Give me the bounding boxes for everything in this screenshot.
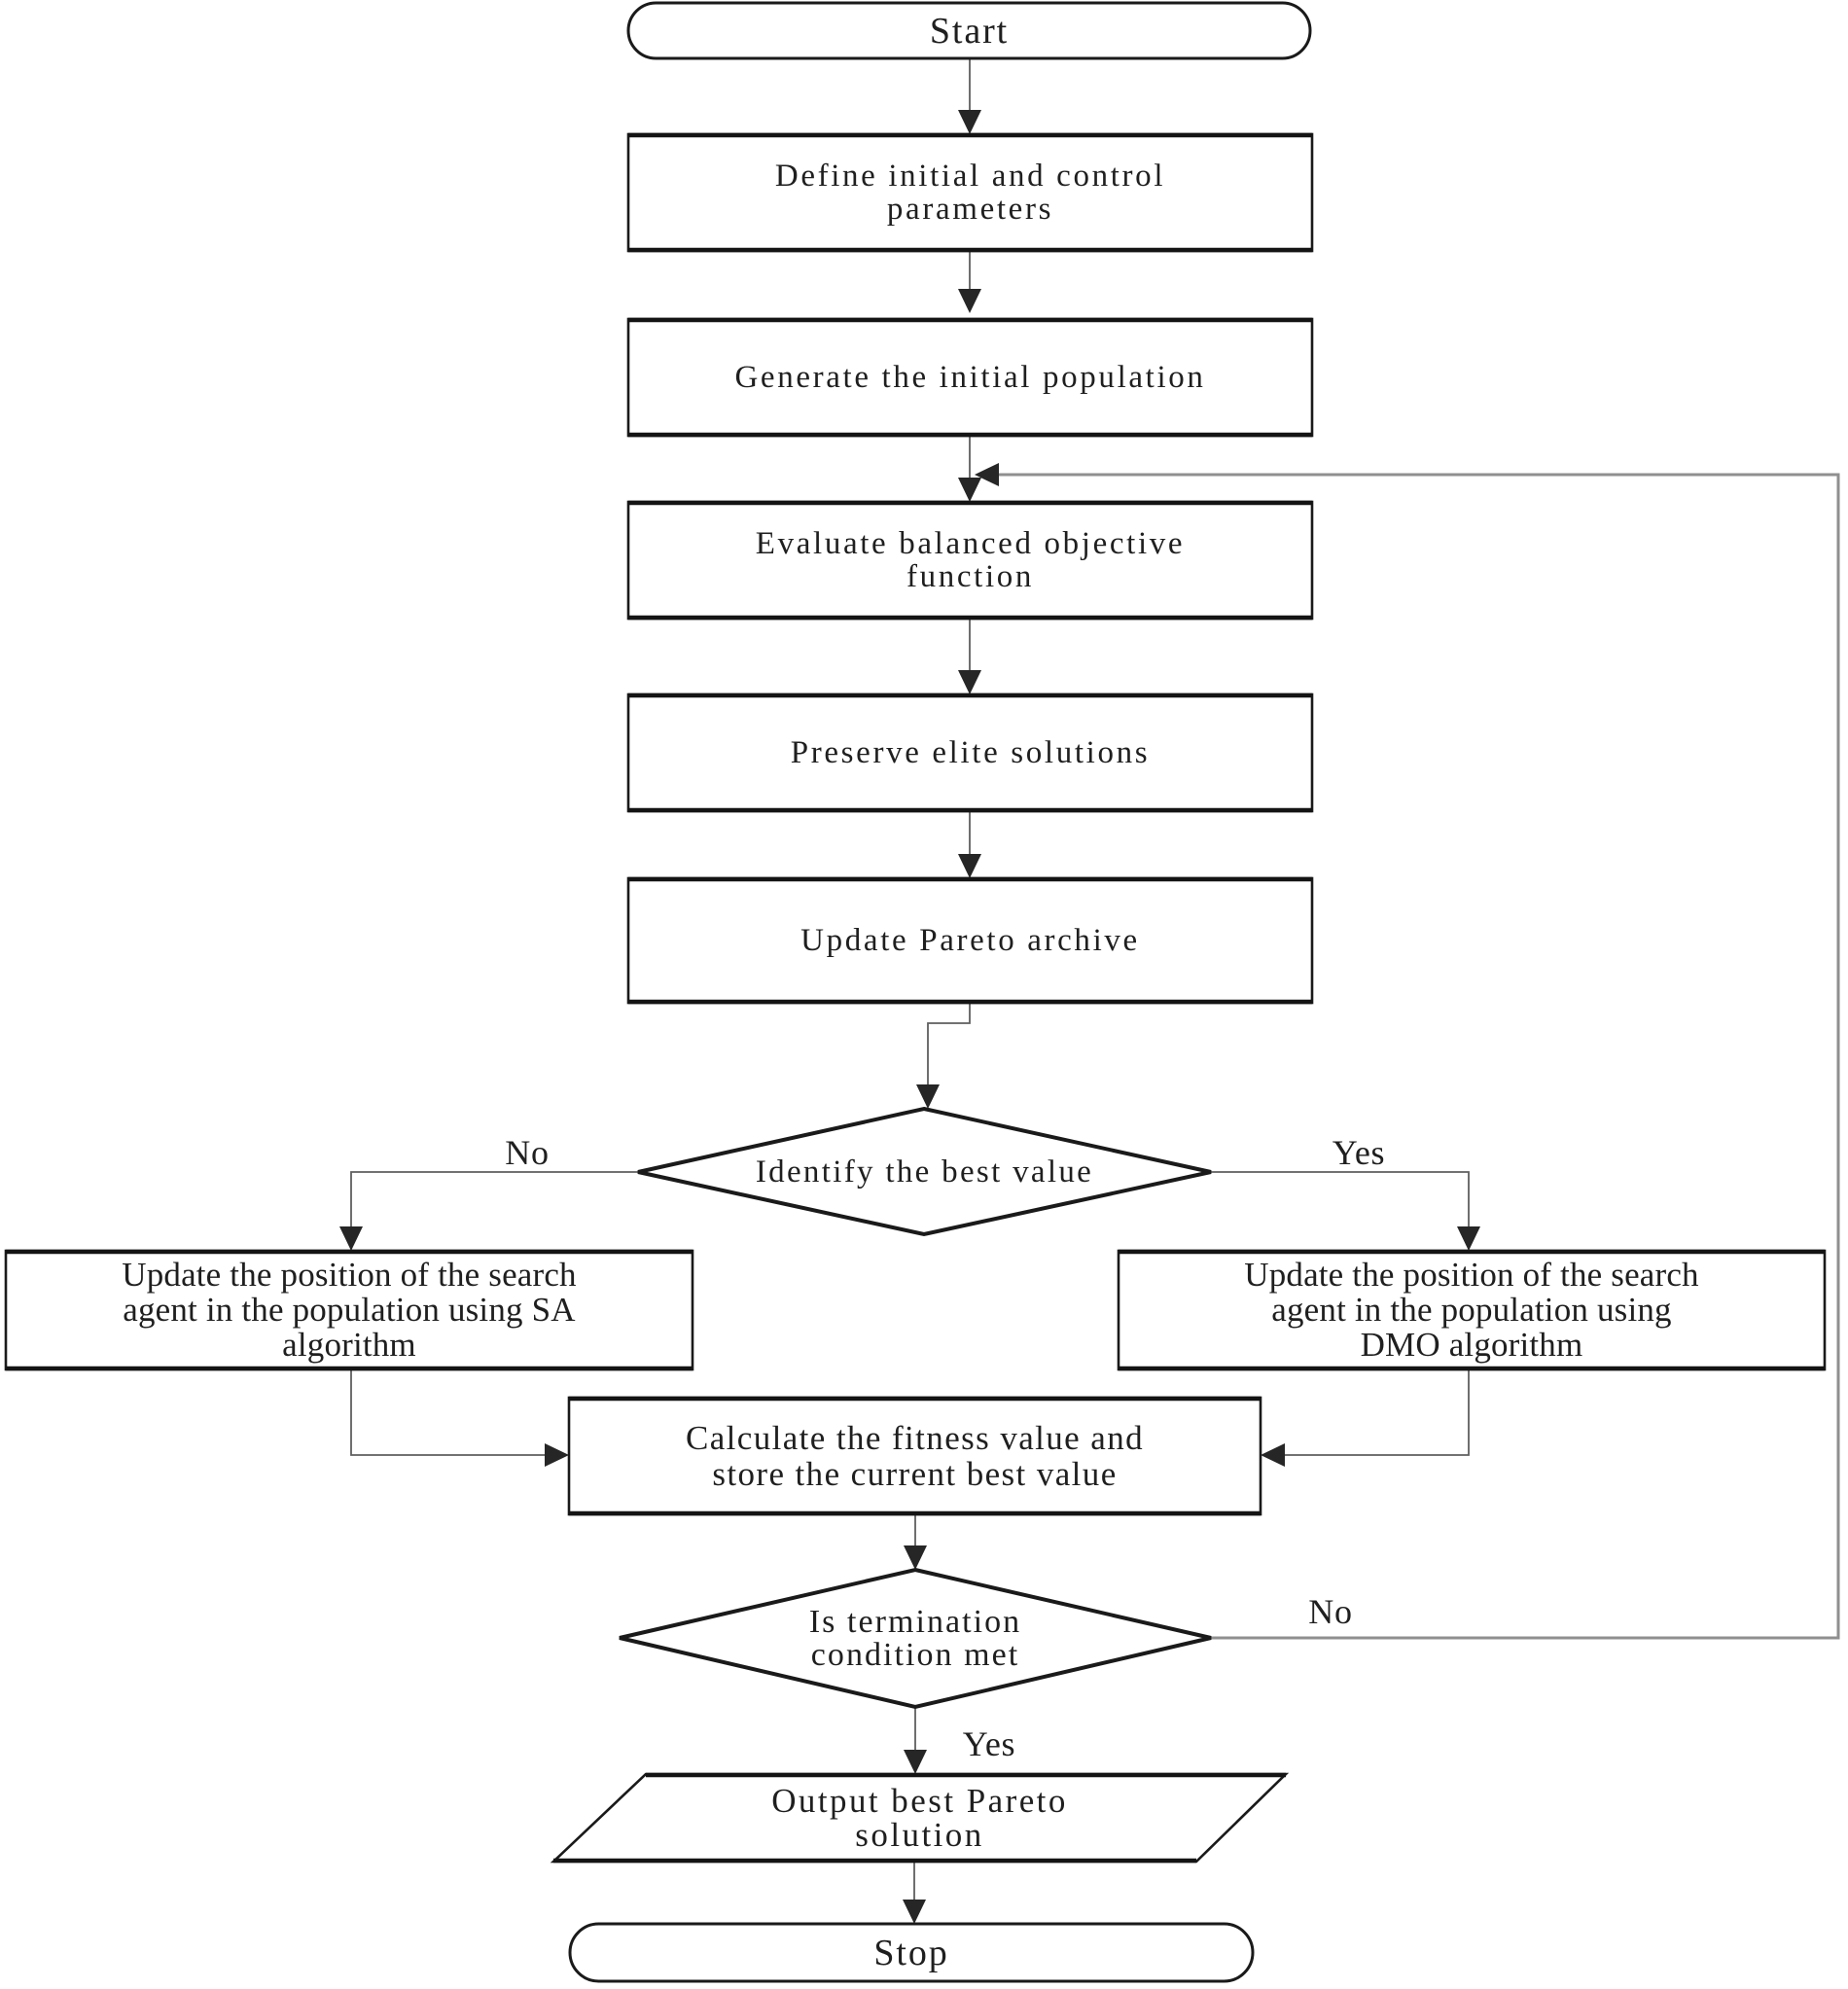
node-shape-group bbox=[4, 1, 1827, 1983]
termination-label: Is termination condition met bbox=[620, 1570, 1211, 1707]
connector-archive-identify bbox=[927, 1003, 971, 1102]
preserve-line-1: Preserve elite solutions bbox=[790, 735, 1151, 770]
define-thick-edges bbox=[628, 132, 1312, 253]
arrowhead-into-generate bbox=[958, 289, 981, 313]
identify-yes-label: Yes bbox=[1291, 1132, 1427, 1173]
identify-decision-shape bbox=[637, 1106, 1212, 1237]
termination-no-label: No bbox=[1262, 1591, 1399, 1632]
calculate-thick-edges bbox=[569, 1396, 1261, 1516]
archive-line-1: Update Pareto archive bbox=[800, 923, 1140, 958]
stop-label-text: Stop bbox=[873, 1932, 949, 1973]
preserve-process-shape bbox=[626, 693, 1314, 813]
termination-no-text: No bbox=[1308, 1592, 1353, 1631]
identify-line-1: Identify the best value bbox=[755, 1154, 1094, 1190]
arrowhead-into-identify bbox=[916, 1084, 940, 1109]
arrowhead-into-output bbox=[904, 1750, 927, 1774]
identify-no-label: No bbox=[459, 1132, 595, 1173]
archive-label: Update Pareto archive bbox=[628, 878, 1312, 1003]
arrowhead-into-preserve bbox=[958, 670, 981, 694]
preserve-thick-edges bbox=[628, 693, 1312, 813]
archive-thick-edges bbox=[628, 876, 1312, 1005]
arrowhead-loop-into-junction bbox=[975, 463, 999, 486]
arrowhead-into-evaluate bbox=[958, 478, 981, 502]
identify-no-text: No bbox=[505, 1133, 550, 1172]
calculate-label: Calculate the fitness value and store th… bbox=[569, 1398, 1261, 1514]
sa-line-3: algorithm bbox=[282, 1326, 416, 1364]
sa-line-2: agent in the population using SA bbox=[123, 1291, 576, 1329]
evaluate-line-1: Evaluate balanced objective bbox=[755, 526, 1186, 561]
generate-line-1: Generate the initial population bbox=[734, 360, 1206, 395]
termination-decision-shape bbox=[619, 1567, 1212, 1710]
dmo-label: Update the position of the search agent … bbox=[1119, 1251, 1825, 1369]
connector-sa-calculate bbox=[350, 1369, 562, 1456]
define-line-2: parameters bbox=[886, 192, 1054, 227]
identify-label: Identify the best value bbox=[638, 1109, 1211, 1234]
sa-line-1: Update the position of the search bbox=[122, 1256, 577, 1294]
generate-label: Generate the initial population bbox=[628, 319, 1312, 436]
evaluate-thick-edges bbox=[628, 500, 1312, 621]
arrowhead-into-termination bbox=[904, 1545, 927, 1570]
sa-label: Update the position of the search agent … bbox=[6, 1251, 693, 1369]
output-thick-edges bbox=[553, 1772, 1286, 1864]
start-label-text: Start bbox=[929, 10, 1010, 52]
archive-process-shape bbox=[626, 876, 1314, 1005]
connector-identify-no-sa bbox=[350, 1171, 638, 1244]
arrowhead-into-archive bbox=[958, 854, 981, 878]
stop-terminator-shape bbox=[568, 1922, 1255, 1983]
calculate-line-1: Calculate the fitness value and bbox=[685, 1419, 1145, 1457]
dmo-line-3: DMO algorithm bbox=[1360, 1326, 1583, 1364]
evaluate-process-shape bbox=[626, 500, 1314, 621]
output-label: Output best Pareto solution bbox=[553, 1774, 1286, 1862]
arrowhead-into-calculate-left bbox=[545, 1443, 569, 1467]
define-label: Define initial and control parameters bbox=[628, 134, 1312, 251]
sa-process-shape bbox=[4, 1249, 694, 1371]
dmo-line-2: agent in the population using bbox=[1271, 1291, 1672, 1329]
preserve-label: Preserve elite solutions bbox=[628, 694, 1312, 811]
stop-label: Stop bbox=[570, 1924, 1253, 1981]
start-label: Start bbox=[628, 3, 1310, 58]
connector-identify-yes-dmo bbox=[1211, 1171, 1470, 1244]
arrowhead-group bbox=[339, 110, 1480, 1924]
connector-group bbox=[350, 58, 1470, 1917]
termination-line-1: Is termination bbox=[808, 1603, 1022, 1640]
generate-thick-edges bbox=[628, 317, 1312, 438]
thick-edge-group bbox=[6, 132, 1825, 1864]
evaluate-label: Evaluate balanced objective function bbox=[628, 502, 1312, 619]
termination-yes-label: Yes bbox=[921, 1723, 1057, 1764]
calculate-line-2: store the current best value bbox=[712, 1455, 1118, 1493]
calculate-process-shape bbox=[567, 1396, 1262, 1516]
connector-dmo-calculate bbox=[1267, 1369, 1470, 1456]
dmo-process-shape bbox=[1117, 1249, 1827, 1371]
dmo-line-1: Update the position of the search bbox=[1244, 1256, 1699, 1294]
identify-yes-text: Yes bbox=[1332, 1133, 1386, 1172]
generate-process-shape bbox=[626, 317, 1314, 438]
evaluate-line-2: function bbox=[906, 559, 1035, 594]
define-process-shape bbox=[626, 132, 1314, 253]
dmo-thick-edges bbox=[1119, 1249, 1825, 1371]
output-line-2: solution bbox=[855, 1816, 984, 1854]
termination-yes-text: Yes bbox=[962, 1724, 1016, 1763]
arrowhead-into-sa bbox=[339, 1226, 363, 1251]
arrowhead-into-dmo bbox=[1457, 1226, 1480, 1251]
start-terminator-shape bbox=[626, 1, 1312, 60]
define-line-1: Define initial and control bbox=[774, 159, 1166, 194]
termination-line-2: condition met bbox=[810, 1636, 1020, 1673]
connector-termination-no-loop bbox=[982, 473, 1840, 1640]
arrowhead-into-define bbox=[958, 110, 981, 134]
sa-thick-edges bbox=[6, 1249, 693, 1371]
arrowhead-into-stop bbox=[903, 1900, 926, 1924]
output-line-1: Output best Pareto bbox=[771, 1782, 1068, 1820]
arrowhead-into-calculate-right bbox=[1261, 1443, 1285, 1467]
